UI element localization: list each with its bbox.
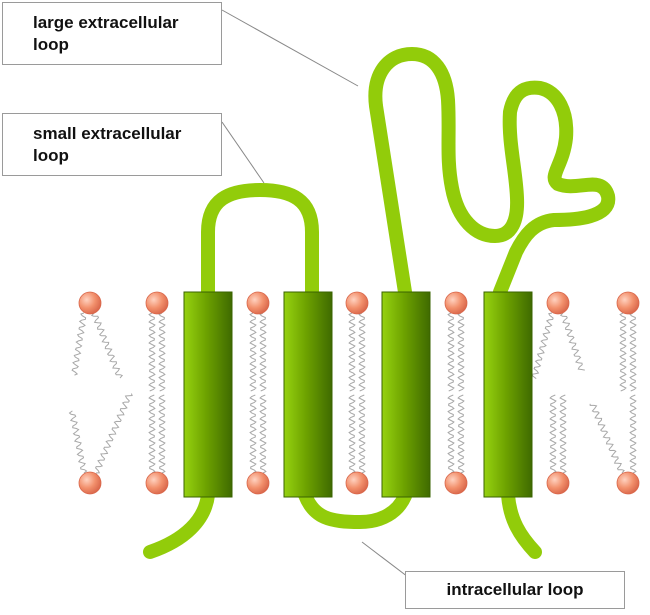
leader-line-intracellular-loop [361,541,413,581]
lipid-head [78,471,102,495]
lipid-tail [95,393,133,474]
helix-2 [283,291,333,498]
lipid-tails [68,312,637,474]
lipid-head [546,291,570,315]
lipid-tail [358,394,366,474]
lipid-tail [158,312,166,392]
lipid-head [546,471,570,495]
label-intracellular-loop: intracellular loop [405,571,625,609]
lipid-tail [549,394,557,474]
lipid-tail [71,312,87,376]
lipid-tail [447,394,455,474]
lipid-heads [78,291,640,495]
lipid-head [246,471,270,495]
leader-line-large-loop [221,9,359,87]
small-extracellular-loop [201,183,319,299]
lipid-tail [158,394,166,474]
c-terminal-tail [501,488,542,559]
leader-line-small-loop [221,121,265,184]
lipid-tail [619,312,627,392]
lipid-tail [358,312,366,392]
lipid-head [444,471,468,495]
lipid-tail [629,394,637,474]
label-small-extracellular-loop-text: small extracellular loop [33,124,182,165]
lipid-tail [148,312,156,392]
lipid-tail [259,312,267,392]
lipid-tail [259,394,267,474]
lipid-tail [249,312,257,392]
lipid-head [246,291,270,315]
label-small-extracellular-loop: small extracellular loop [2,113,222,176]
lipid-tail [457,394,465,474]
lipid-tail [447,312,455,392]
lipid-head [145,291,169,315]
lipid-tail [457,312,465,392]
lipid-tail [559,312,585,371]
transmembrane-helices [183,291,533,498]
helix-3 [381,291,431,498]
lipid-head [145,471,169,495]
protein-chain [143,47,616,559]
helix-4 [483,291,533,498]
intracellular-loop [298,488,412,529]
lipid-head [616,291,640,315]
lipid-tail [68,410,88,474]
lipid-head [444,291,468,315]
lipid-head [345,291,369,315]
large-extracellular-loop [368,47,616,299]
lipid-tail [348,394,356,474]
label-intracellular-loop-text: intracellular loop [446,580,584,599]
n-terminal-tail [143,488,215,559]
lipid-tail [348,312,356,392]
lipid-tail [90,312,124,379]
leader-lines [221,9,413,581]
lipid-tail [559,394,567,474]
label-large-extracellular-loop: large extracellular loop [2,2,222,65]
lipid-tail [249,394,257,474]
lipid-tail [531,312,554,379]
lipid-head [616,471,640,495]
lipid-tail [629,312,637,392]
label-large-extracellular-loop-text: large extracellular loop [33,13,179,54]
lipid-tail [148,394,156,474]
helix-1 [183,291,233,498]
lipid-head [345,471,369,495]
lipid-tail [589,403,625,474]
lipid-head [78,291,102,315]
